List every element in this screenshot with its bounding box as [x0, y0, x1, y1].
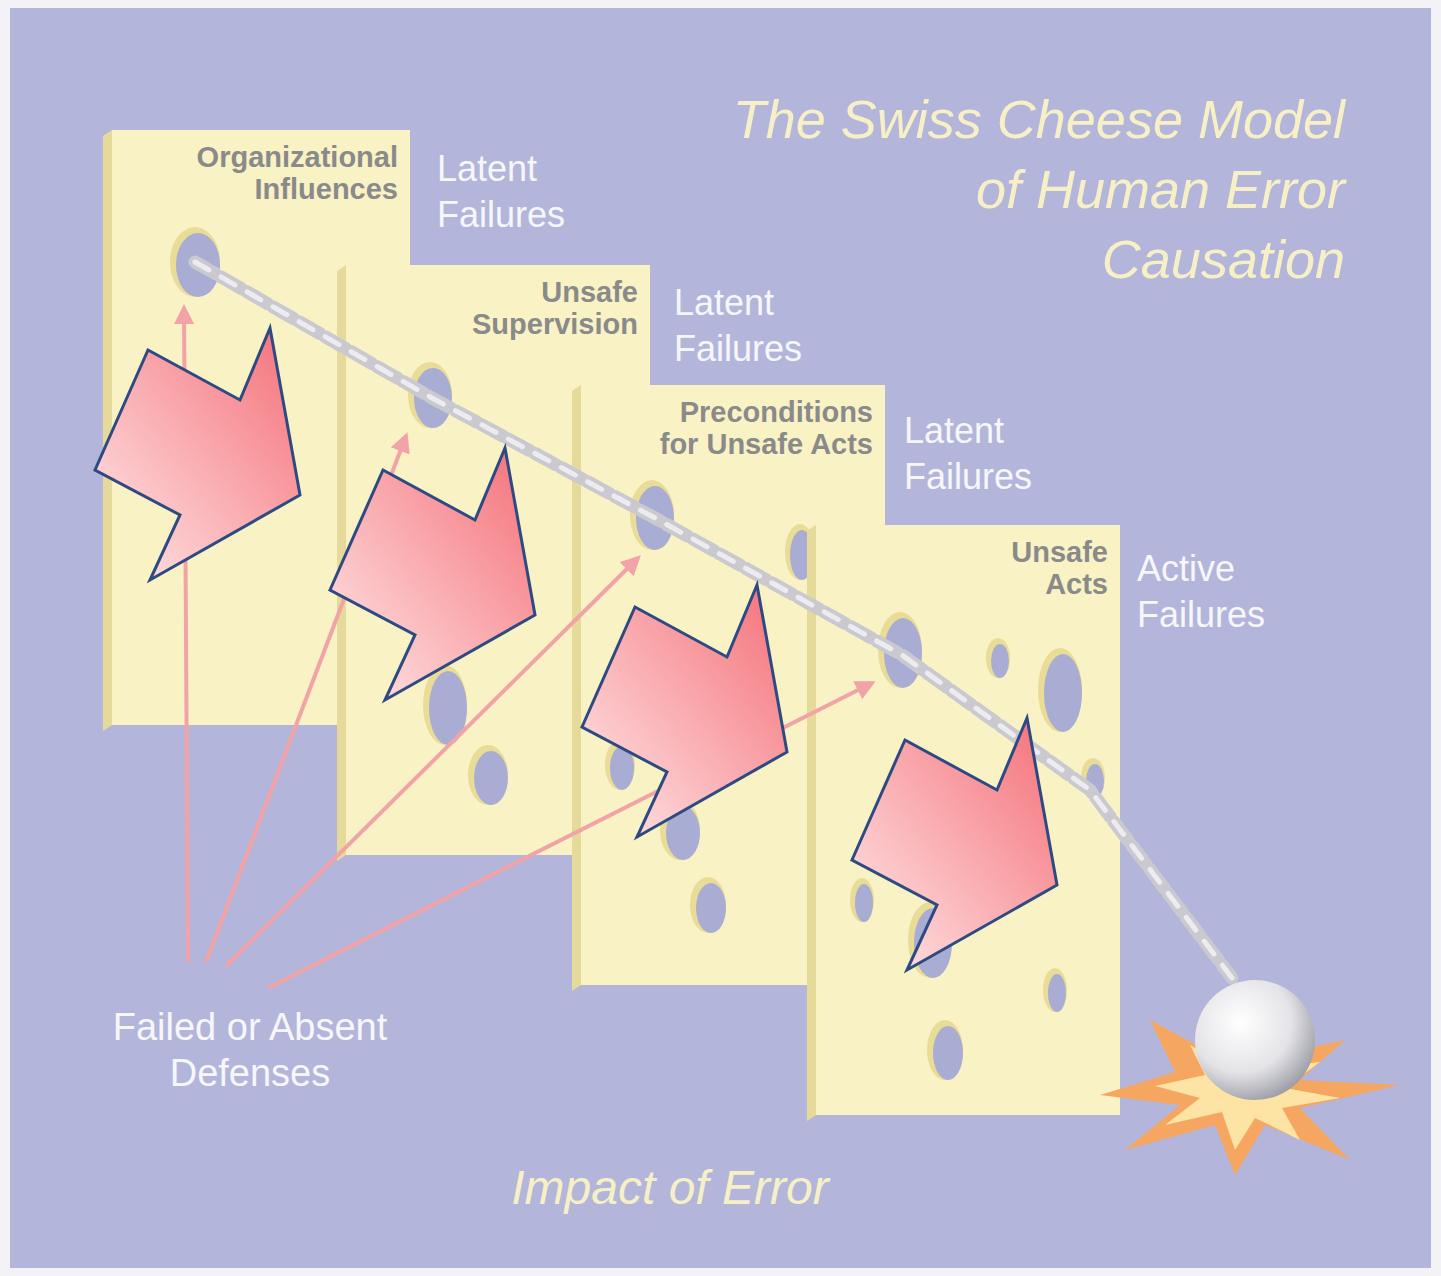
block-arrow	[582, 585, 787, 837]
slice-label: Organizational Influences	[184, 142, 398, 206]
cheese-hole	[696, 883, 726, 933]
slice-edge	[807, 525, 816, 1121]
cheese-hole-rim	[850, 878, 874, 922]
cheese-slice: Unsafe Supervision	[346, 265, 650, 855]
block-arrow-shape	[95, 328, 300, 580]
block-arrow-shape	[330, 448, 535, 700]
cheese-slice: Organizational Influences	[112, 130, 410, 725]
cheese-slice: Preconditions for Unsafe Acts	[581, 385, 885, 985]
block-arrow	[330, 448, 535, 700]
cheese-hole	[1044, 654, 1082, 732]
slice-label: Preconditions for Unsafe Acts	[659, 397, 873, 461]
failure-type-label: Latent Failures	[674, 280, 834, 372]
slice-edge	[103, 130, 112, 731]
block-arrow-shape	[582, 585, 787, 837]
diagram-title: The Swiss Cheese Model of Human Error Ca…	[721, 84, 1345, 294]
slice-label: Unsafe Acts	[978, 537, 1108, 601]
block-arrow	[95, 328, 300, 580]
cheese-hole	[855, 884, 873, 922]
failure-type-label: Latent Failures	[904, 408, 1064, 500]
slice-label: Unsafe Supervision	[424, 277, 638, 341]
slice-face	[816, 525, 1120, 1115]
cheese-slice: Unsafe Acts	[816, 525, 1120, 1115]
cheese-hole	[933, 1026, 963, 1080]
cheese-hole-rim	[1038, 648, 1082, 732]
cheese-hole-rim	[468, 745, 508, 805]
chain	[195, 262, 1232, 978]
cheese-hole-rim	[927, 1020, 963, 1080]
wrecking-ball	[1195, 980, 1315, 1100]
failure-type-label: Latent Failures	[437, 146, 597, 238]
cheese-hole	[1048, 974, 1066, 1012]
cheese-hole-rim	[986, 638, 1010, 678]
cheese-hole	[991, 644, 1009, 678]
defenses-label: Failed or Absent Defenses	[90, 1004, 410, 1096]
block-arrow	[852, 718, 1057, 970]
cheese-hole-rim	[1043, 968, 1067, 1012]
failure-type-label: Active Failures	[1137, 546, 1297, 638]
cheese-hole	[474, 751, 508, 805]
chain-links	[195, 262, 1232, 978]
defense-arrows	[184, 308, 872, 988]
block-arrow-shape	[852, 718, 1057, 970]
cheese-hole-rim	[690, 877, 726, 933]
diagram-caption: Impact of Error	[370, 1158, 970, 1218]
background	[10, 8, 1431, 1268]
cheese-slice	[807, 525, 1120, 1121]
